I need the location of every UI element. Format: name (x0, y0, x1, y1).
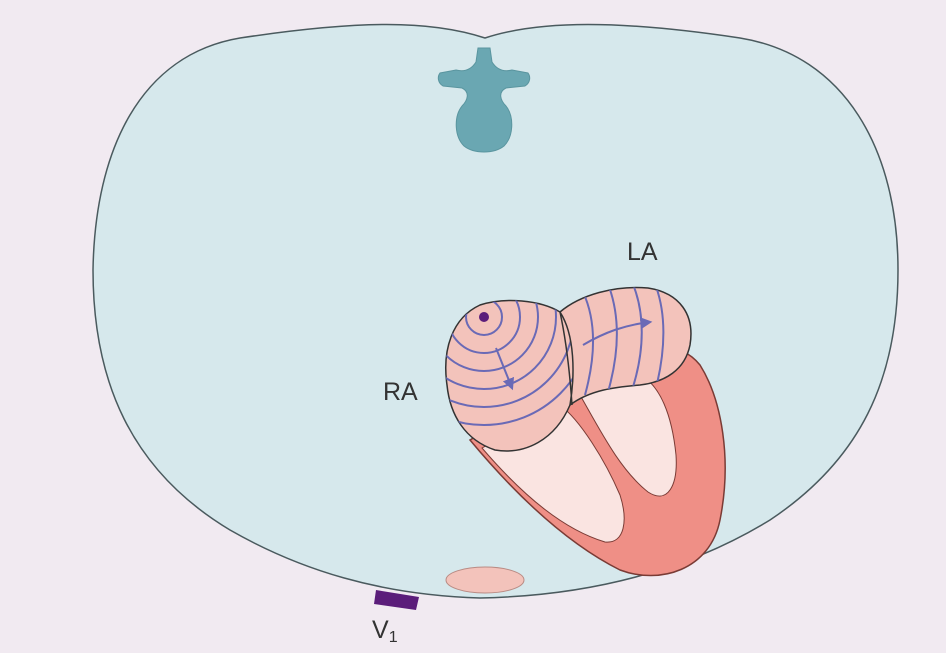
activation-line (607, 287, 618, 393)
left-atrium-label: LA (627, 238, 658, 266)
activation-line (654, 287, 665, 389)
activation-line (445, 300, 576, 426)
electrode-label-subscript: 1 (388, 629, 398, 646)
activation-line (445, 300, 557, 390)
interatrial-septum (559, 311, 573, 406)
activation-arrow-right-atrium (495, 347, 515, 391)
electrode-icon (374, 590, 419, 610)
electrode-label-main: V (372, 616, 389, 644)
activation-arrow-left-atrium (582, 317, 653, 346)
vertebra-icon (437, 47, 531, 153)
activation-line (465, 300, 503, 336)
activation-line (631, 287, 643, 391)
activation-line (445, 300, 539, 372)
right-atrium (445, 299, 576, 452)
sternum-icon (445, 566, 525, 594)
origin-dot (479, 312, 489, 322)
right-atrium-label: RA (383, 378, 418, 406)
electrode-label: V1 (372, 616, 398, 646)
